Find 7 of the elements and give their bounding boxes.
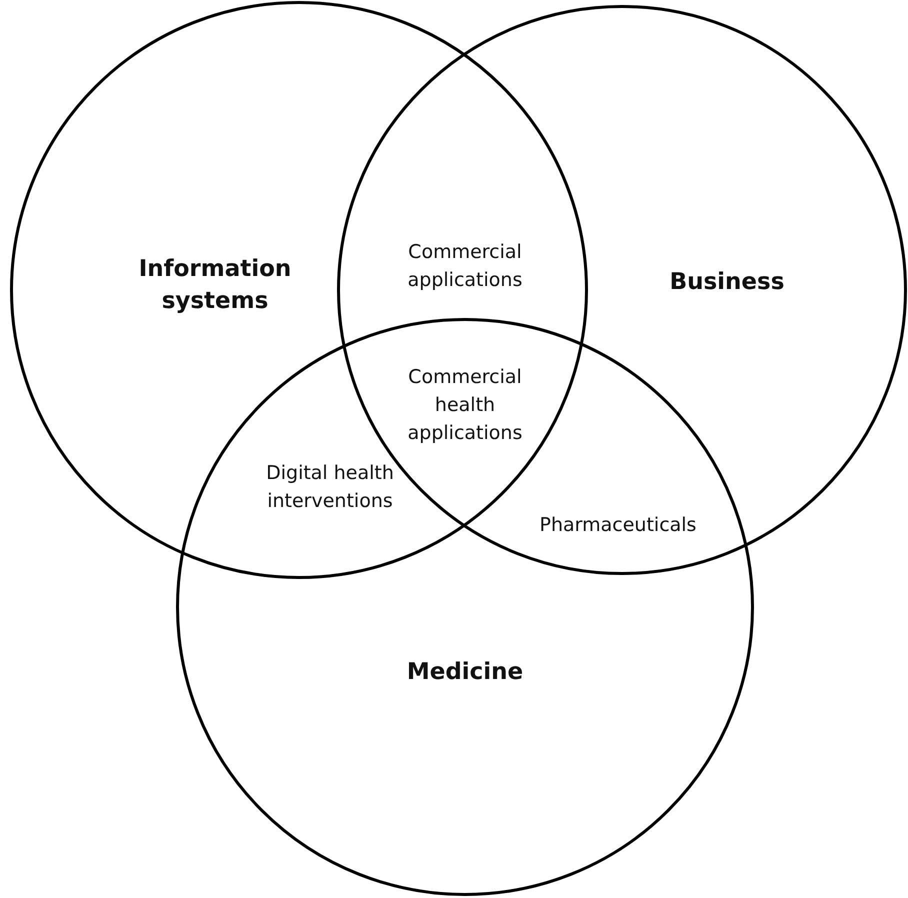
overlap-label: Pharmaceuticals — [538, 513, 698, 538]
overlap-label: Digital health interventions — [265, 461, 395, 514]
set-title: Medicine — [406, 658, 524, 687]
set-title: Business — [668, 268, 786, 297]
set-title: Information systems — [138, 255, 292, 316]
overlap-label: Commercial applications — [406, 240, 524, 293]
overlap-label: Commercial health applications — [406, 365, 524, 446]
